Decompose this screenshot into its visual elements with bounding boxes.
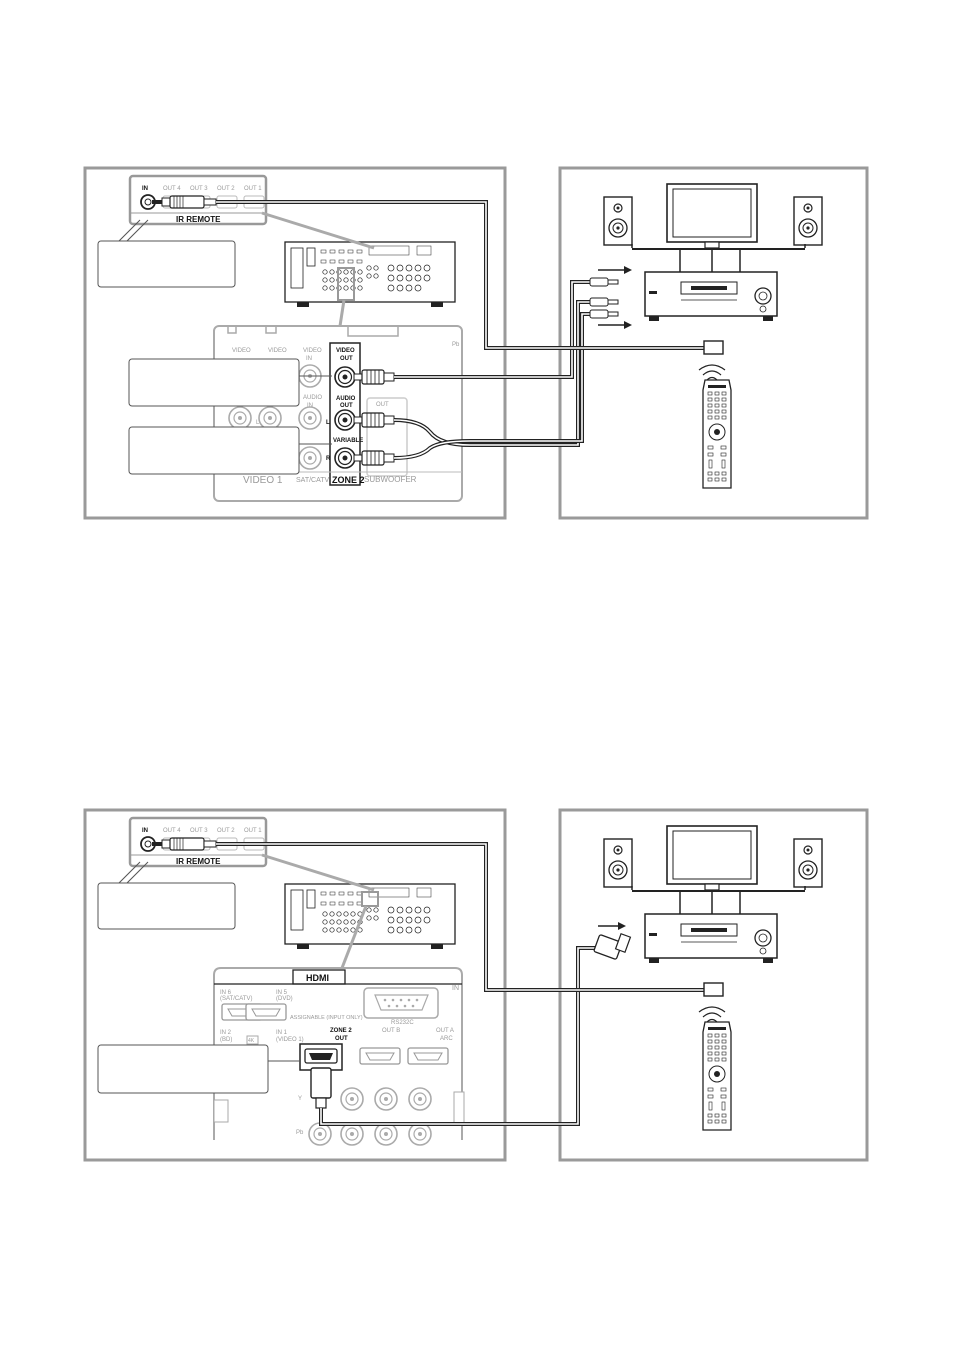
zone2-out-sub: OUT: [335, 1036, 348, 1042]
footer-subwoofer: SUBWOOFER: [364, 475, 417, 484]
bottom-right-frame: [558, 808, 869, 1162]
zone2-audio-out-sub: OUT: [340, 403, 353, 409]
speaker-left-b: [603, 838, 633, 888]
in1-label: IN 1: [276, 1030, 288, 1036]
speaker-right: [793, 196, 823, 246]
in2-sub: (BD): [220, 1037, 232, 1043]
in2-label: IN 2: [220, 1030, 232, 1036]
ir-out-label-1: OUT 1: [244, 186, 262, 192]
ir-remote-panel: IN OUT 4 OUT 3 OUT 2 OUT 1 IR REMOTE: [128, 174, 268, 226]
ir-out-label-2: OUT 2: [217, 186, 235, 192]
ir-out-label-3: OUT 3: [190, 186, 208, 192]
zone2-panel: Pb VIDEO VIDEO VIDEO IN VIDEO OUT AUDIO …: [213, 325, 463, 502]
hdmi-title: HDMI: [306, 973, 329, 983]
bottom-callout-hdmi: [97, 1044, 300, 1094]
assignable-label: ASSIGNABLE (INPUT ONLY): [290, 1015, 363, 1021]
in-right-label: IN: [452, 985, 459, 992]
footer-zone2: ZONE 2: [332, 475, 365, 485]
ir-out-label-2-b: OUT 2: [217, 828, 235, 834]
out-b-label: OUT B: [382, 1028, 400, 1034]
ir-in-label: IN: [142, 186, 148, 192]
top-cables: [216, 200, 706, 466]
ir-remote-title-b: IR REMOTE: [176, 857, 221, 866]
footer-video1: VIDEO 1: [243, 475, 283, 486]
speaker-left: [603, 196, 633, 246]
zone2-audio-out-label: AUDIO: [336, 396, 356, 402]
ir-out-label-4-b: OUT 4: [163, 828, 181, 834]
remote-control: [702, 379, 732, 489]
badge-4k: 4K: [248, 1038, 255, 1044]
zone2-amplifier: [644, 271, 778, 322]
out-a-label: OUT A: [436, 1028, 454, 1034]
remote-control-b: [702, 1021, 732, 1131]
ir-remote-title: IR REMOTE: [176, 215, 221, 224]
bottom-diagram: IN OUT 4 OUT 3 OUT 2 OUT 1 IR REMOTE: [83, 808, 869, 1162]
bottom-left-frame: [83, 808, 507, 1162]
speaker-right-b: [793, 838, 823, 888]
ir-receiver: [703, 340, 724, 355]
audio-in-sub: IN: [307, 403, 313, 409]
bottom-cables: [216, 842, 706, 1126]
zone2-tv: [666, 183, 758, 249]
grey-l-label: L: [256, 420, 260, 426]
top-callout-ir: [97, 219, 236, 288]
zone2-video-out-sub: OUT: [340, 356, 353, 362]
top-diagram: IN OUT 4 OUT 3 OUT 2 OUT 1 IR REMOTE: [83, 166, 869, 520]
y-label: Y: [298, 1096, 302, 1102]
ir-remote-panel-bottom: IN OUT 4 OUT 3 OUT 2 OUT 1 IR REMOTE: [128, 816, 268, 868]
zone2-out-label: ZONE 2: [330, 1028, 352, 1034]
subwoofer-out-label: OUT: [376, 402, 389, 408]
zone2-l-label: L: [326, 420, 330, 426]
hdmi-in5-port: [245, 1003, 287, 1021]
receiver-rear-small-b: [284, 883, 456, 950]
top-callout-audio: [128, 426, 332, 475]
top-right-frame: [558, 166, 869, 520]
zone2-pb-label: Pb: [452, 342, 460, 348]
top-callout-video: [128, 358, 332, 407]
zone2-r-label: R: [326, 456, 331, 462]
video-in-label-2: VIDEO: [303, 348, 322, 354]
bottom-callout-ir: [97, 861, 236, 930]
ir-out-label-3-b: OUT 3: [190, 828, 208, 834]
top-left-frame: [83, 166, 507, 520]
footer-satcatv: SAT/CATV: [296, 477, 330, 484]
receiver-rear-small: [284, 241, 456, 308]
video-out-grey-label: VIDEO: [232, 348, 251, 354]
hdmi-panel: HDMI IN 6 (SAT/CATV) IN 5 (DVD) ASSIGNAB…: [213, 967, 465, 1146]
bottom-zone2-system: [603, 825, 823, 1131]
zone2-variable-label: VARIABLE: [333, 438, 363, 444]
in1-sub: (VIDEO 1): [276, 1037, 304, 1043]
in6-sub: (SAT/CATV): [220, 996, 252, 1002]
zone2-amplifier-b: [644, 913, 778, 964]
ir-out-label-4: OUT 4: [163, 186, 181, 192]
ir-receiver-b: [703, 982, 724, 997]
in6-label: IN 6: [220, 990, 232, 996]
pb-label: Pb: [296, 1130, 304, 1136]
in5-sub: (DVD): [276, 996, 293, 1002]
ir-in-label-b: IN: [142, 828, 148, 834]
zone2-video-out-label: VIDEO: [336, 348, 355, 354]
audio-in-label: AUDIO: [303, 395, 322, 401]
out-a-sub: ARC: [440, 1036, 453, 1042]
rs232c-label: RS232C: [391, 1020, 414, 1026]
top-zone2-system: [603, 183, 823, 489]
in5-label: IN 5: [276, 990, 288, 996]
ir-out-label-1-b: OUT 1: [244, 828, 262, 834]
video-in-grey-label: VIDEO: [268, 348, 287, 354]
zone2-tv-b: [666, 825, 758, 891]
video-in-sub-label: IN: [306, 356, 312, 362]
